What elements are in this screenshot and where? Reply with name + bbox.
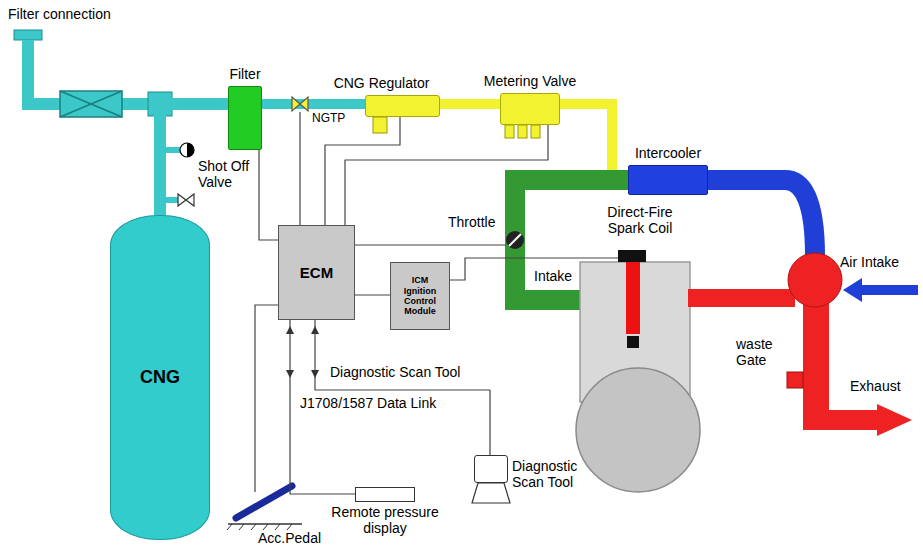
data-arrow [311, 326, 319, 334]
part-label: Acc.Pedal [258, 530, 321, 546]
pressure-sensor [373, 117, 387, 133]
coil-cap [618, 250, 646, 262]
exhaust-pipe [803, 290, 829, 430]
cng-regulator: CNG Regulator [365, 95, 440, 117]
wire [299, 112, 300, 225]
exhaust-pipe [688, 289, 795, 307]
node-label: CNG Regulator [334, 75, 430, 91]
spark-coil [626, 262, 640, 334]
valve-port [518, 125, 527, 138]
data-link-name: J1708/1587 Data Link [300, 395, 436, 411]
crankcase [576, 368, 700, 492]
part-label: Diagnostic Scan Tool [330, 364, 460, 380]
icm-box: ICM Ignition Control Module [390, 262, 450, 330]
node-label: Remote pressure display [323, 504, 448, 536]
accelerator-pedal [236, 486, 292, 518]
pedal-base [228, 523, 302, 525]
valve-symbol [292, 97, 308, 111]
part-label: Direct-Fire Spark Coil [590, 204, 690, 236]
pipe-stub [166, 147, 180, 153]
wire [355, 244, 506, 245]
air-intake-arrow [860, 285, 918, 295]
node-label: Filter [229, 66, 260, 82]
valve-symbol [180, 143, 194, 157]
scan-tool: Diagnostic Scan Tool [474, 455, 508, 483]
gas-pipe [440, 99, 500, 109]
throttle-plate [509, 234, 521, 246]
valve-port [505, 125, 514, 138]
valve-cross [60, 91, 122, 117]
fuel-pipe [262, 99, 365, 109]
data-link [315, 320, 490, 455]
part-label: Intake [534, 268, 572, 284]
wire [255, 305, 278, 492]
valve-port [531, 125, 540, 138]
exhaust-arrow [877, 404, 912, 436]
cng-tank: CNG [110, 215, 210, 540]
pipe-fitting [14, 30, 42, 40]
gas-pipe [560, 104, 612, 172]
turbocharger [788, 253, 842, 307]
data-arrow [286, 370, 294, 378]
pressure-display: Remote pressure display [355, 487, 415, 502]
part-label: waste Gate [736, 336, 784, 368]
node-label: CNG [140, 367, 180, 388]
pedal-base [227, 524, 292, 530]
air-intake-arrow [843, 278, 862, 302]
exhaust-pipe [829, 410, 877, 430]
waste-gate [787, 372, 803, 388]
pipe-stub [166, 197, 178, 203]
fuel-filter: Filter [228, 86, 262, 150]
charge-air-pipe [706, 180, 815, 256]
part-label: Exhaust [850, 378, 901, 394]
node-label: Diagnostic Scan Tool [512, 458, 587, 490]
intercooler: Intercooler [628, 165, 708, 195]
data-arrow [286, 326, 294, 334]
part-label: Throttle [448, 214, 495, 230]
data-arrow [311, 370, 319, 378]
node-label: Intercooler [635, 145, 701, 161]
valve-box [60, 91, 122, 117]
scan-tool-base [472, 483, 510, 503]
valve-symbol [178, 194, 194, 206]
valve-cross [60, 91, 122, 117]
sensor-wire [325, 117, 400, 225]
part-label: Filter connection [8, 6, 111, 22]
spark-plug [627, 336, 639, 348]
valve-symbol [187, 143, 194, 157]
ecm-box: ECM [278, 225, 355, 320]
control-wire [345, 125, 548, 225]
node-label: ICM Ignition Control Module [396, 275, 444, 316]
wire [259, 150, 278, 240]
throttle-plate [506, 231, 524, 249]
control-wire [355, 294, 390, 295]
metering-valve: Metering Valve [500, 93, 560, 125]
part-label: Air Intake [840, 254, 899, 270]
signal-name: NGTP [312, 112, 345, 126]
node-label: ECM [300, 264, 333, 281]
node-label: Metering Valve [484, 73, 576, 89]
part-label: Shot Off Valve [198, 158, 256, 190]
